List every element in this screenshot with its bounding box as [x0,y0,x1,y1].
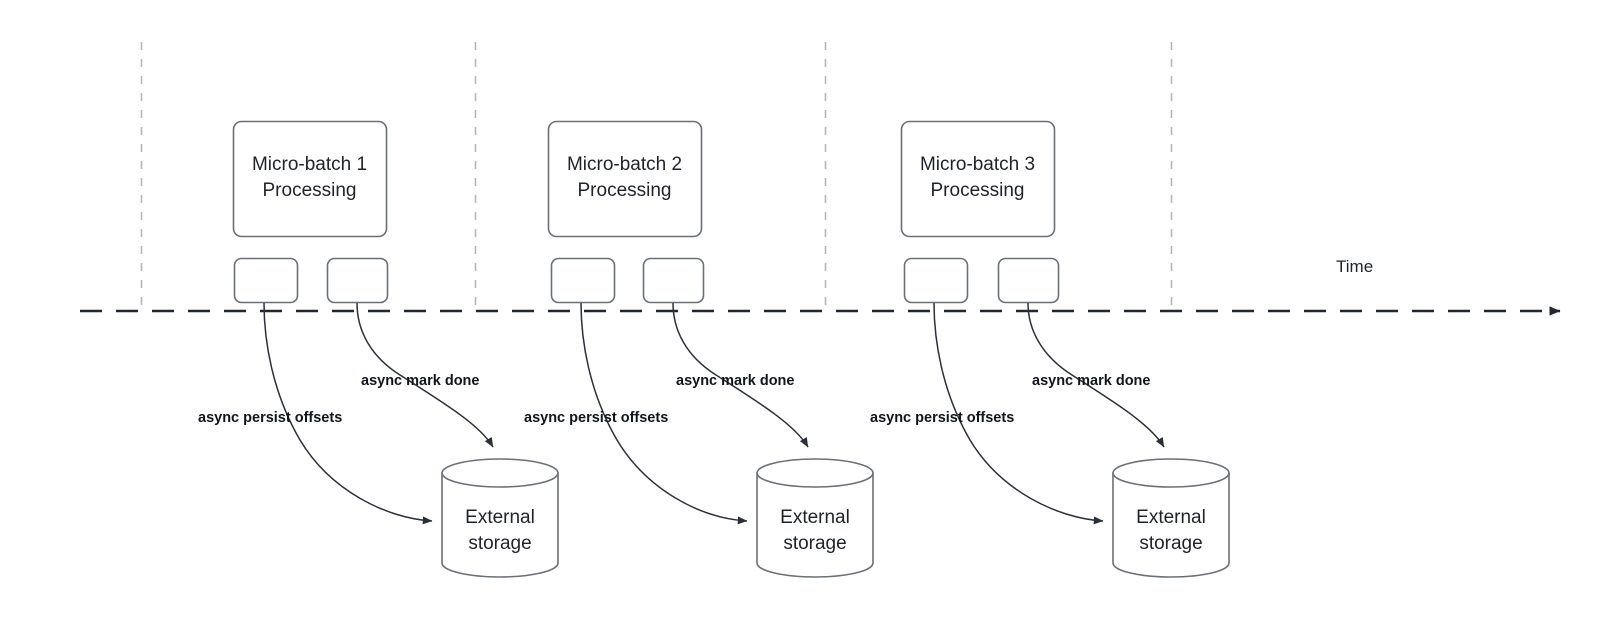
batch-1-group [232,120,559,578]
batch-1-edge-async-mark-done [356,302,494,448]
batch-1-task-right-box[interactable] [326,257,389,304]
batch-3-storage-label: External storage [1113,505,1229,557]
boundary-guides [140,42,1173,311]
batch-3-label-async-persist-offsets: async persist offsets [870,410,1015,426]
batch-3-storage-line1: External [1136,507,1206,528]
batch-3-storage-line2: storage [1139,533,1203,554]
batch-2-storage-line2: storage [783,533,847,554]
batch-2-edge-async-mark-done [672,302,809,448]
batch-1-external-storage-cylinder[interactable] [441,458,559,578]
batch-2-storage-line1: External [780,507,850,528]
batch-2-external-storage-cylinder[interactable] [756,458,874,578]
batch-3-edge-async-mark-done [1027,302,1165,448]
batch-1-processing-box[interactable] [232,120,388,238]
batch-1-storage-line1: External [465,507,535,528]
batch-3-task-left-box[interactable] [903,257,969,304]
batch-3-external-storage-cylinder[interactable] [1112,458,1230,578]
batch-2-task-right-box[interactable] [642,257,705,304]
batch-2-edge-async-persist-offsets [580,302,748,525]
batch-3-group [900,120,1230,578]
batch-3-edge-async-persist-offsets [933,302,1104,525]
batch-1-label-async-persist-offsets: async persist offsets [198,410,343,426]
batch-1-storage-line2: storage [468,533,532,554]
batch-1-label-async-mark-done: async mark done [361,373,480,389]
batch-3-label-async-mark-done: async mark done [1032,373,1151,389]
batch-2-processing-box[interactable] [547,120,703,238]
batch-2-task-left-box[interactable] [550,257,616,304]
batch-3-processing-box[interactable] [900,120,1056,238]
batch-2-storage-label: External storage [757,505,873,557]
batch-1-edge-async-persist-offsets [263,302,433,525]
batch-1-storage-label: External storage [442,505,558,557]
batch-1-task-left-box[interactable] [233,257,299,304]
batch-2-group [547,120,874,578]
timeline-axis-label: Time [1336,257,1374,276]
batch-3-task-right-box[interactable] [997,257,1060,304]
batch-2-label-async-persist-offsets: async persist offsets [524,410,669,426]
batch-2-label-async-mark-done: async mark done [676,373,795,389]
